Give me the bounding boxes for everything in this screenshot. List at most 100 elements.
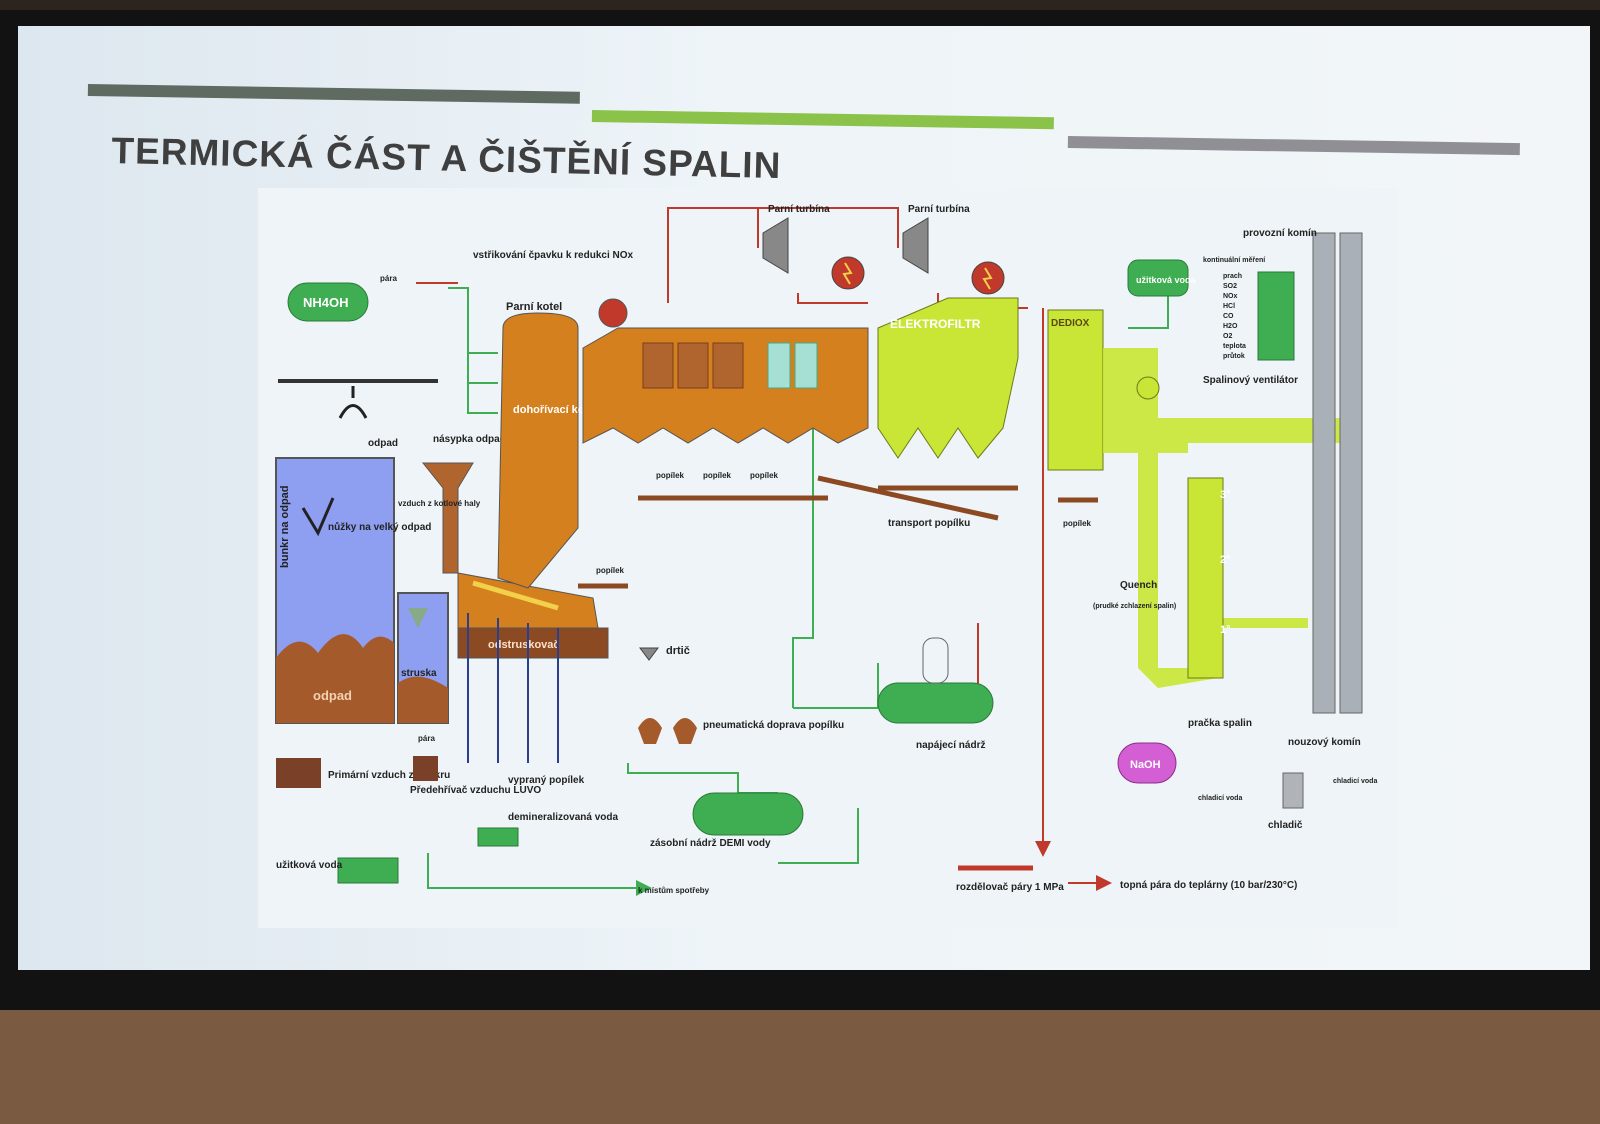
service-water-tank-top <box>1127 259 1189 297</box>
measurement-item: SO2 <box>1223 283 1237 290</box>
slag-label: struska <box>401 668 437 679</box>
steam-line-turbine1 <box>667 207 759 303</box>
scrubber-column <box>1187 477 1224 679</box>
measurement-item: CO <box>1223 313 1234 320</box>
lightning-2-icon <box>982 267 993 290</box>
service-water-top-label: užitková voda <box>1136 275 1197 285</box>
water-line-consumption <box>427 853 652 896</box>
ash-label-3: popílek <box>750 471 779 480</box>
operating-chimney <box>1312 232 1336 714</box>
water-line-demi-tank <box>778 808 859 864</box>
shears-label: nůžky na velký odpad <box>328 521 431 533</box>
feed-tank-label: napájecí nádrž <box>916 740 985 751</box>
water-line-nh4oh <box>448 287 498 414</box>
primary-air-fan-box <box>276 758 321 788</box>
flue-gas-fan-label: Spalinový ventilátor <box>1203 375 1298 386</box>
waste-hopper-label: násypka odpadu <box>433 434 512 445</box>
measurement-item: prach <box>1223 273 1242 280</box>
primary-air-label: Primární vzduch z bunkru <box>328 770 450 781</box>
flue-gas-duct <box>1103 348 1343 688</box>
stage-2-label: 2° <box>1220 554 1231 566</box>
steam-preheater-label: pára <box>418 734 435 743</box>
luvo-box <box>413 756 438 781</box>
pneumatic-vessel-1 <box>638 718 662 744</box>
nh4oh-label: NH4OH <box>303 295 349 310</box>
steam-small-label: pára <box>380 274 397 283</box>
air-ducts <box>467 613 559 763</box>
crusher-label: drtič <box>666 645 690 657</box>
quench-label: Quench <box>1120 580 1157 591</box>
steam-distributor-label: rozdělovač páry 1 MPa <box>956 882 1064 893</box>
cooler-icon <box>1282 772 1304 809</box>
measurement-item: HCl <box>1223 303 1235 310</box>
measurement-item: teplota <box>1223 343 1246 350</box>
demin-water-label: demineralizovaná voda <box>508 812 618 823</box>
stage-1-label: 1° <box>1220 624 1231 636</box>
consumption-points-label: k místům spotřeby <box>638 886 710 895</box>
water-line-injection <box>468 352 498 384</box>
continuous-measurement-label: kontinuální měření <box>1203 257 1266 264</box>
naoh-tank <box>1117 742 1177 784</box>
flue-gas-fan-icon <box>1136 376 1160 400</box>
steam-turbine-1-label: Parní turbína <box>768 204 830 215</box>
washed-ash-label: vypraný popílek <box>508 775 585 786</box>
service-water-bottom-label: užitková voda <box>276 860 343 871</box>
quench-sub-label: (prudké zchlazení spalin) <box>1093 603 1176 610</box>
measurement-item: H2O <box>1223 323 1238 330</box>
measurement-list: prach SO2 NOx HCl CO H2O O2 teplota průt… <box>1223 273 1246 360</box>
steam-line-return1 <box>797 293 868 304</box>
steam-turbine-1 <box>762 217 789 274</box>
dediox-label: DEDIOX <box>1051 318 1090 329</box>
demin-water-tank <box>477 827 519 847</box>
slag-hopper-icon <box>408 608 428 628</box>
steam-turbine-2 <box>902 217 929 274</box>
luvo-label: Předehřívač vzduchu LUVO <box>410 785 541 796</box>
steam-boiler-label: Parní kotel <box>506 301 562 313</box>
shears-icon <box>301 497 335 537</box>
steam-line-turbine2 <box>758 207 899 248</box>
ash-label-2: popílek <box>703 471 732 480</box>
measurement-item: NOx <box>1223 293 1238 300</box>
crusher-icon <box>639 647 659 661</box>
process-diagram: bunkr na odpad odpad nůžky na velký odpa… <box>258 188 1398 928</box>
stage-3-label: 3° <box>1220 489 1231 501</box>
room-wall <box>0 990 1600 1124</box>
measurement-panel <box>1257 271 1295 361</box>
heating-steam-label: topná pára do teplárny (10 bar/230°C) <box>1120 880 1297 891</box>
service-water-tank-bottom <box>337 857 399 884</box>
slag-remover-label: odstruskovač <box>488 639 560 651</box>
pneumatic-vessel-2 <box>673 718 697 744</box>
waste-bottom-label: odpad <box>313 688 352 703</box>
electrofilter <box>877 297 1019 459</box>
measurement-item: O2 <box>1223 333 1232 340</box>
cooling-water-1-label: chladicí voda <box>1198 795 1242 802</box>
ash-label-1: popílek <box>656 471 685 480</box>
measurement-item: průtok <box>1223 352 1245 360</box>
ash-label-4: popílek <box>596 566 625 575</box>
pneumatic-transport-label: pneumatická doprava popílku <box>703 720 844 731</box>
slag-remover <box>457 627 609 659</box>
lightning-1-icon <box>842 262 853 285</box>
demi-tank-label: zásobní nádrž DEMI vody <box>650 838 771 849</box>
slag-pile <box>398 676 448 723</box>
cooler-label: chladič <box>1268 820 1303 831</box>
afterburner-chamber <box>497 312 579 589</box>
naoh-label: NaOH <box>1130 759 1161 771</box>
superheater-bundles <box>642 342 818 389</box>
boiler-hall-air-label: vzduch z kotlové haly <box>398 499 481 508</box>
waste-pile <box>276 634 394 723</box>
ash-label-5: popílek <box>1063 519 1092 528</box>
ash-transport-conveyor <box>817 475 999 521</box>
emergency-chimney-stack <box>1339 232 1363 714</box>
dediox-unit <box>1047 309 1104 471</box>
flame <box>472 580 559 611</box>
ash-transport-label: transport popílku <box>888 518 970 529</box>
emergency-chimney-label: nouzový komín <box>1288 737 1361 748</box>
feed-tank-dome <box>922 637 949 684</box>
feed-tank <box>877 682 994 724</box>
ammonia-injection-label: vstřikování čpavku k redukci NOx <box>473 250 634 261</box>
waste-arrow-label: odpad <box>368 438 398 449</box>
electrofilter-label: ELEKTROFILTR <box>890 317 981 331</box>
operating-chimney-label: provozní komín <box>1243 228 1317 239</box>
